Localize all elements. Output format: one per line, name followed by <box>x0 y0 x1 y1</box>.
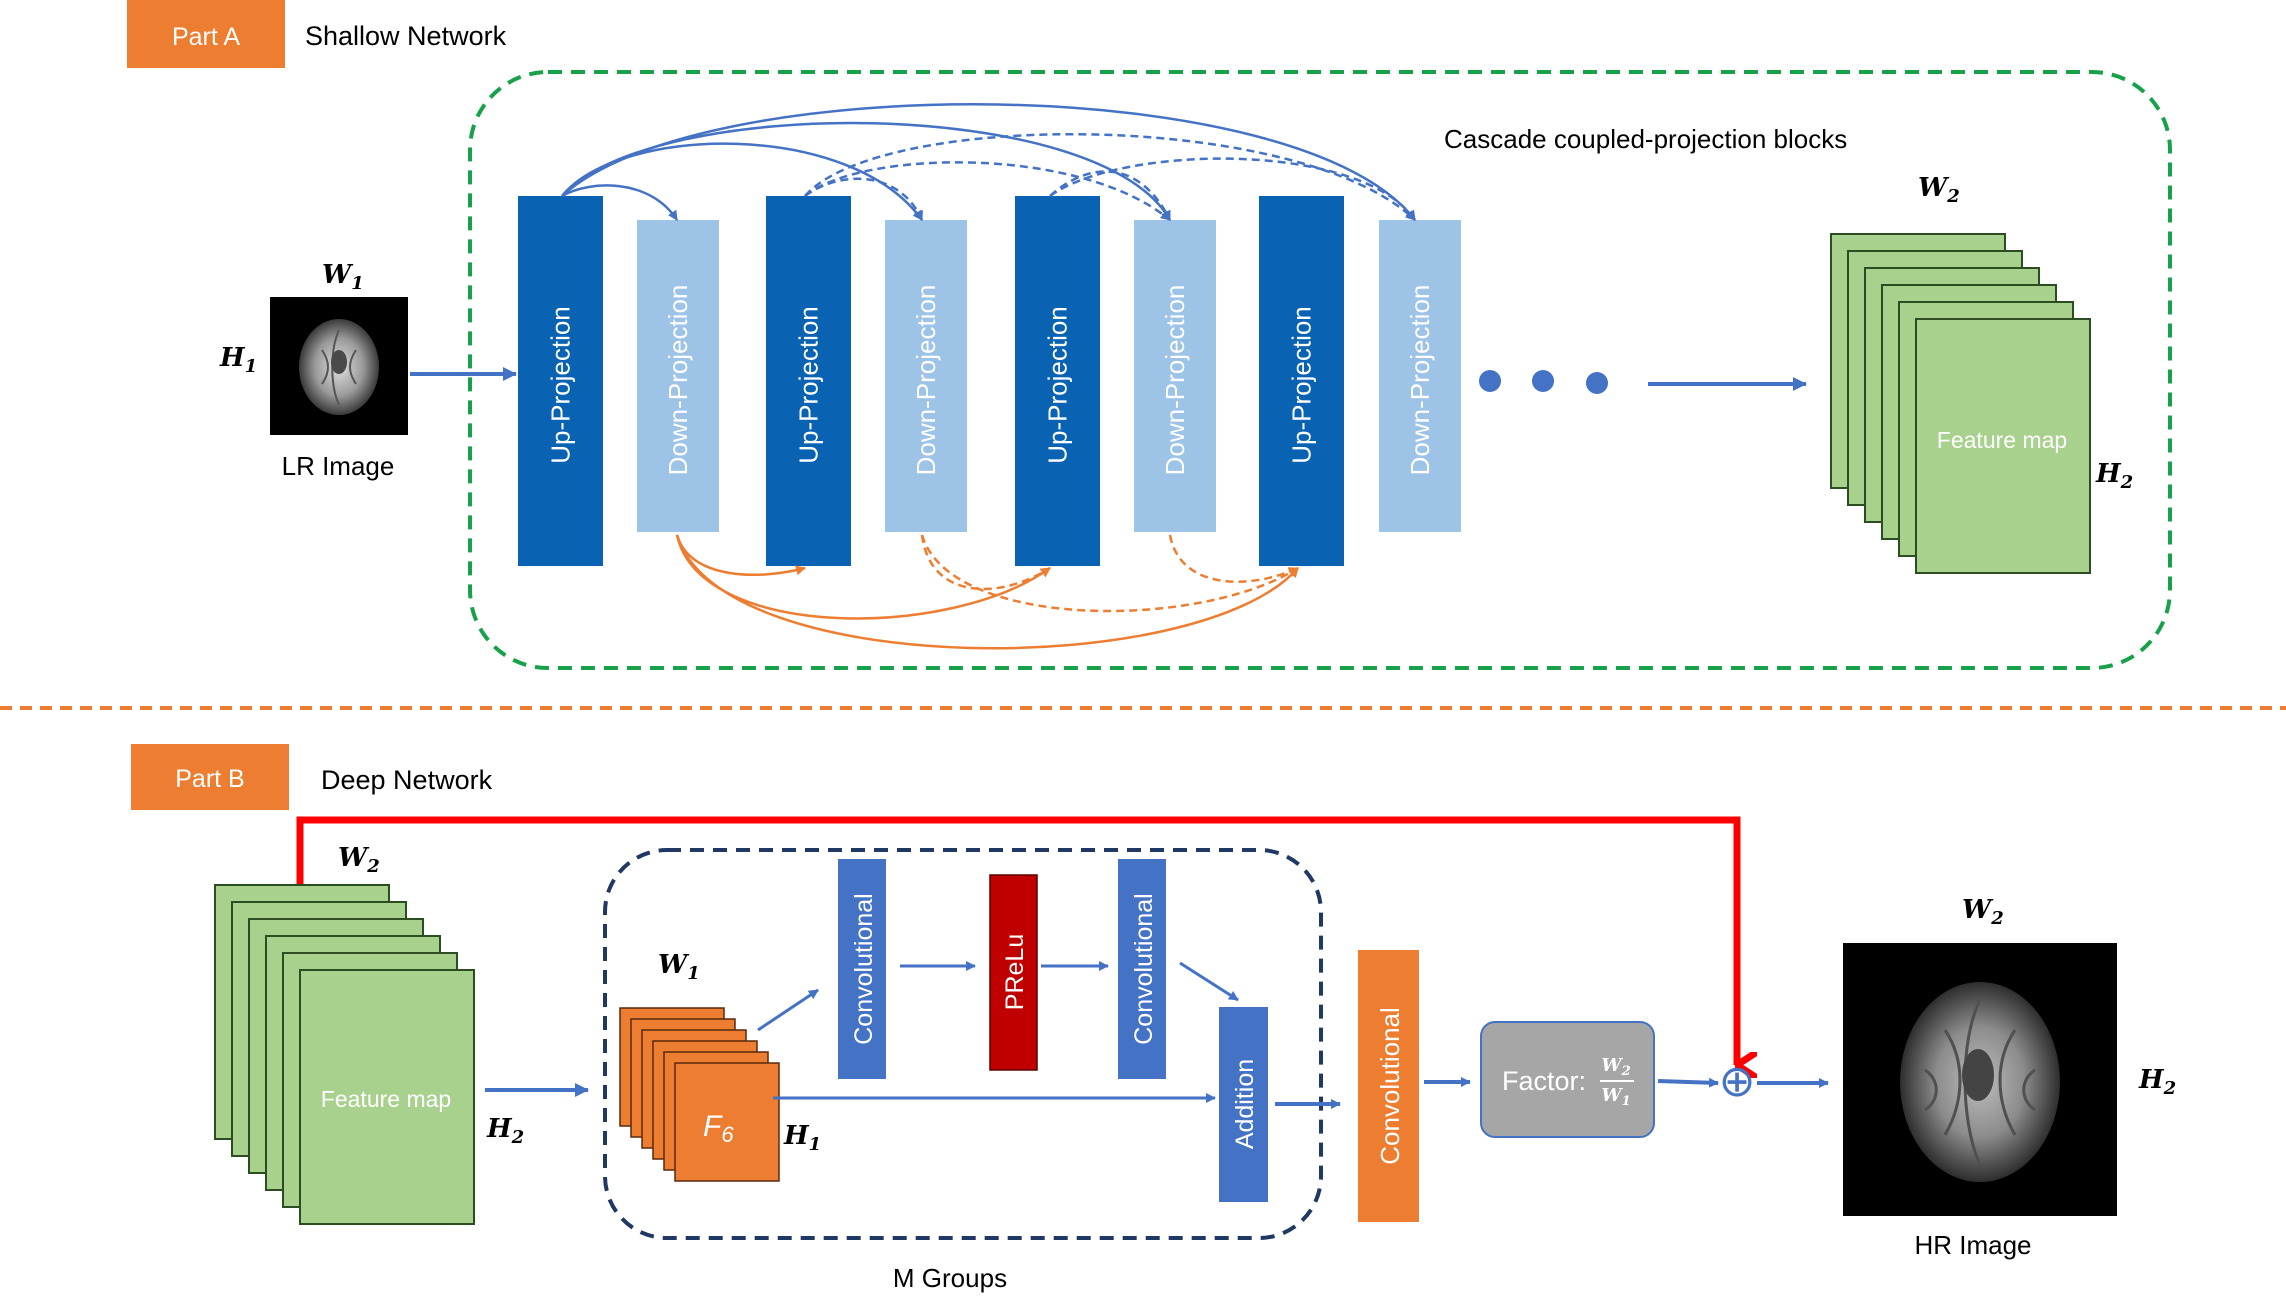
conv-block-2-label: Convolutional <box>1130 893 1158 1045</box>
up-projection-block <box>766 196 851 566</box>
conv-block-2 <box>1118 859 1166 1079</box>
up-projection-block <box>518 196 603 566</box>
prelu-block-label: PReLu <box>1001 934 1029 1010</box>
cascade-boundary <box>468 70 2172 670</box>
down-projection-label: Down-Projection <box>1405 285 1435 476</box>
f6-to-conv-arrow <box>757 988 819 1032</box>
blue-skip-connections <box>561 103 1417 221</box>
down-projection-block <box>1379 220 1461 532</box>
down-projection-block <box>1134 220 1216 532</box>
upscale-factor-box <box>1480 1021 1655 1138</box>
fm-b-height-label: H2 <box>486 1114 524 1148</box>
part-a-tag <box>127 0 285 68</box>
orange-skip-connections <box>675 534 1299 650</box>
up-projection-label: Up-Projection <box>794 306 824 464</box>
global-residual-path <box>296 816 1737 1065</box>
feature-map-sheet <box>299 969 475 1225</box>
part-b-tag-label: Part B <box>175 765 244 793</box>
fm-a-width-label: W2 <box>1918 173 1960 207</box>
feature-map-stack-b <box>214 884 475 1225</box>
part-b: Part B Deep Network Feature map W2 H2 M … <box>131 744 2176 1293</box>
up-projection-block <box>1015 196 1100 566</box>
m-groups-label: M Groups <box>893 1263 1007 1293</box>
part-a-title: Shallow Network <box>305 21 507 51</box>
fm-b-width-label: W2 <box>338 843 380 877</box>
up-projection-block <box>1259 196 1344 566</box>
sum-node: ⊕ <box>1719 1056 1756 1107</box>
factor-label: Factor: <box>1502 1066 1586 1096</box>
part-b-tag <box>131 744 289 810</box>
factor-denominator: W1 <box>1601 1085 1630 1109</box>
down-projection-block <box>885 220 967 532</box>
f6-label: F6 <box>703 1110 734 1147</box>
feature-map-a-label: Feature map <box>1937 427 2067 453</box>
up-projection-label: Up-Projection <box>1043 306 1073 464</box>
addition-block-label: Addition <box>1231 1059 1259 1149</box>
feature-map-stack-a <box>1830 233 2091 574</box>
down-projection-label: Down-Projection <box>1160 285 1190 476</box>
part-a: Part A Shallow Network Cascade coupled-p… <box>127 0 2172 670</box>
up-projection-label: Up-Projection <box>546 306 576 464</box>
lr-image-label: LR Image <box>282 451 395 481</box>
down-projection-label: Down-Projection <box>663 285 693 476</box>
conv-block-3 <box>1358 950 1419 1222</box>
hr-height-label: H2 <box>2138 1065 2176 1099</box>
lr-height-label: H1 <box>219 343 257 377</box>
addition-block <box>1219 1007 1268 1202</box>
cascade-label: Cascade coupled-projection blocks <box>1444 124 1847 154</box>
part-b-title: Deep Network <box>321 765 493 795</box>
f6-feature-stack <box>619 1007 780 1182</box>
projection-blocks: Up-Projection Down-Projection Up-Projectio… <box>518 196 1461 566</box>
group-height-label: H1 <box>783 1121 821 1155</box>
f6-feature-sheet <box>674 1062 780 1182</box>
lr-brain-picture <box>299 319 379 415</box>
conv-block-1-label: Convolutional <box>850 893 878 1045</box>
lr-width-label: W1 <box>322 260 364 294</box>
continuation-dots <box>1479 370 1608 394</box>
group-width-label: W1 <box>658 950 700 984</box>
fm-a-height-label: H2 <box>2095 459 2133 493</box>
down-projection-label: Down-Projection <box>911 285 941 476</box>
feature-map-sheet <box>1915 318 2091 574</box>
prelu-block <box>989 874 1038 1071</box>
feature-map-b-label: Feature map <box>321 1086 451 1112</box>
conv-block-3-label: Convolutional <box>1375 1007 1405 1165</box>
part-a-tag-label: Part A <box>172 23 240 51</box>
hr-brain-picture <box>1900 982 2060 1182</box>
factor-to-sum-arrow <box>1657 1077 1719 1088</box>
factor-numerator: W2 <box>1601 1055 1630 1079</box>
up-projection-label: Up-Projection <box>1287 306 1317 464</box>
m-groups-boundary <box>603 848 1323 1240</box>
down-projection-block <box>637 220 719 532</box>
hr-width-label: W2 <box>1962 895 2004 929</box>
hr-image-label: HR Image <box>1914 1230 2031 1260</box>
conv-block-1 <box>838 859 886 1079</box>
conv-to-addition-arrow <box>1179 961 1239 1002</box>
